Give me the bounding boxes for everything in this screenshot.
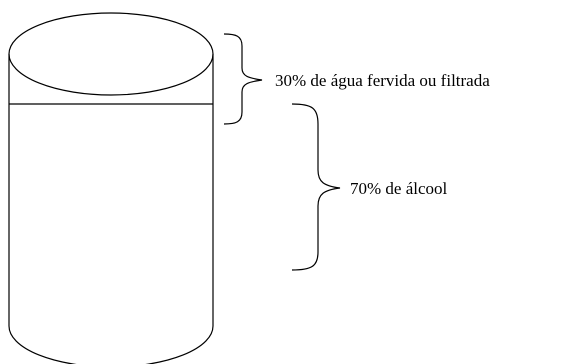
- cylinder-bottom-arc: [8, 325, 214, 364]
- water-brace: [223, 33, 263, 125]
- cylinder-container: [8, 12, 214, 364]
- cylinder-top-rim: [8, 12, 214, 96]
- alcohol-brace: [291, 103, 341, 271]
- water-label: 30% de água fervida ou filtrada: [275, 71, 490, 90]
- alcohol-label: 70% de álcool: [350, 179, 448, 198]
